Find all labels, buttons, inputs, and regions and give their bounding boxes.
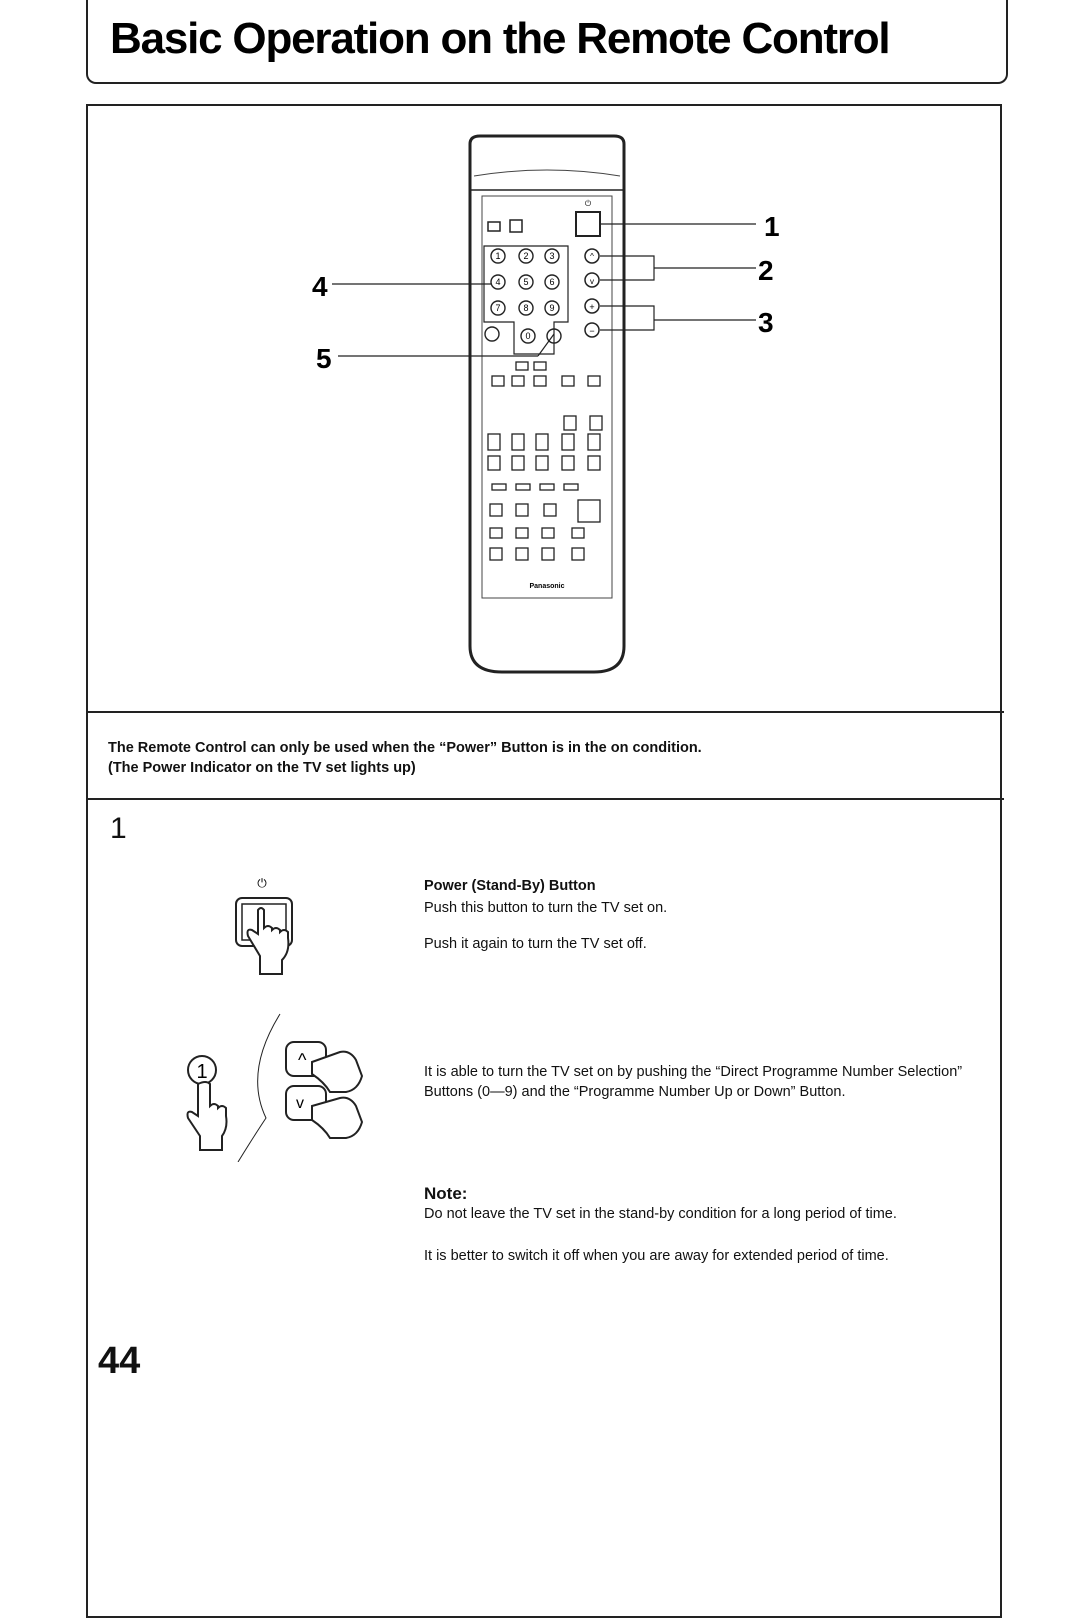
callout-3: 3 <box>758 307 774 338</box>
function-key <box>484 326 500 342</box>
remote-button <box>515 361 529 371</box>
remote-button <box>533 375 547 387</box>
number-key-label: 3 <box>549 251 554 261</box>
number-key-label: 1 <box>495 251 500 261</box>
usage-notice: The Remote Control can only be used when… <box>108 738 988 778</box>
notice-line-2: (The Power Indicator on the TV set light… <box>108 760 416 776</box>
remote-button <box>533 361 547 371</box>
remote-button <box>541 527 555 539</box>
svg-text:+: + <box>589 302 594 312</box>
remote-button <box>563 415 577 431</box>
remote-button <box>489 547 503 561</box>
power-button-press-illustration: ⏻ <box>235 876 293 975</box>
note-text-2: It is better to switch it off when you a… <box>424 1248 889 1264</box>
number-key <box>490 300 506 316</box>
divider <box>86 711 1004 713</box>
remote-button <box>491 375 505 387</box>
digit-icon-label: 1 <box>196 1061 207 1083</box>
remote-button <box>489 503 503 517</box>
callout-4: 4 <box>312 271 328 302</box>
remote-button <box>535 433 549 451</box>
number-key <box>544 274 560 290</box>
number-key <box>544 248 560 264</box>
svg-text:⏻: ⏻ <box>585 199 592 208</box>
note-text-1: Do not leave the TV set in the stand-by … <box>424 1206 897 1222</box>
power-button-heading: Power (Stand-By) Button <box>424 878 596 894</box>
number-key <box>518 300 534 316</box>
notice-line-1: The Remote Control can only be used when… <box>108 740 702 756</box>
remote-button <box>539 483 555 491</box>
svg-text:−: − <box>589 326 594 336</box>
remote-button <box>577 499 601 523</box>
remote-button <box>587 433 601 451</box>
number-key-label: 7 <box>495 303 500 313</box>
number-key-label: 4 <box>495 277 500 287</box>
callout-2: 2 <box>758 255 774 286</box>
remote-button <box>587 375 601 387</box>
number-key <box>490 248 506 264</box>
remote-button <box>487 433 501 451</box>
number-key-label: 9 <box>549 303 554 313</box>
callout-1: 1 <box>764 211 780 242</box>
power-off-text: Push it again to turn the TV set off. <box>424 936 647 952</box>
remote-button <box>511 455 525 471</box>
number-key-label: 0 <box>525 331 530 341</box>
remote-button <box>571 527 585 539</box>
svg-text:^: ^ <box>298 1050 307 1070</box>
remote-button <box>515 547 529 561</box>
remote-button <box>515 527 529 539</box>
remote-button <box>487 455 501 471</box>
remote-button <box>561 375 575 387</box>
remote-button <box>515 503 529 517</box>
remote-button <box>541 547 555 561</box>
remote-button <box>589 415 603 431</box>
remote-button <box>491 483 507 491</box>
remote-button <box>515 483 531 491</box>
step-number: 1 <box>110 812 127 845</box>
number-key <box>544 300 560 316</box>
hand-press-icon <box>246 907 290 975</box>
number-key <box>518 274 534 290</box>
number-key <box>518 248 534 264</box>
remote-control-icon: ⏻ 1 2 3 4 5 6 7 8 9 0 ^ v + − Panasonic 1 2 3 4 5 <box>312 134 780 674</box>
number-key-label: 5 <box>523 277 528 287</box>
note-heading: Note: <box>424 1184 468 1203</box>
number-key-label: 2 <box>523 251 528 261</box>
function-key <box>546 328 562 344</box>
remote-illustration: ⏻ 1 2 3 4 5 6 7 8 9 0 ^ v + − Panasonic 1 2 3 4 5 <box>88 106 1000 712</box>
number-key-label: 8 <box>523 303 528 313</box>
remote-button <box>535 455 549 471</box>
page-title: Basic Operation on the Remote Control <box>110 14 891 63</box>
remote-button <box>571 547 585 561</box>
svg-text:^: ^ <box>590 252 594 261</box>
remote-button <box>511 375 525 387</box>
divider <box>86 798 1004 800</box>
callout-5: 5 <box>316 343 332 374</box>
remote-button <box>561 433 575 451</box>
page-number: 44 <box>98 1340 141 1382</box>
title-frame: Basic Operation on the Remote Control <box>86 0 1008 84</box>
number-key-label: 6 <box>549 277 554 287</box>
number-key <box>520 328 536 344</box>
remote-button <box>489 527 503 539</box>
remote-button <box>511 433 525 451</box>
power-on-text: Push this button to turn the TV set on. <box>424 900 668 916</box>
remote-button <box>561 455 575 471</box>
remote-button <box>563 483 579 491</box>
remote-button <box>543 503 557 517</box>
remote-button <box>587 455 601 471</box>
svg-text:v: v <box>590 277 594 286</box>
power-icon: ⏻ <box>257 876 267 890</box>
hand-press-icon <box>186 1081 228 1151</box>
direct-selection-text: It is able to turn the TV set on by push… <box>424 1064 963 1100</box>
number-key <box>490 274 506 290</box>
svg-text:v: v <box>296 1095 304 1112</box>
brand-label: Panasonic <box>529 583 564 590</box>
programme-buttons-illustration: 1 ^ v <box>186 1013 364 1162</box>
